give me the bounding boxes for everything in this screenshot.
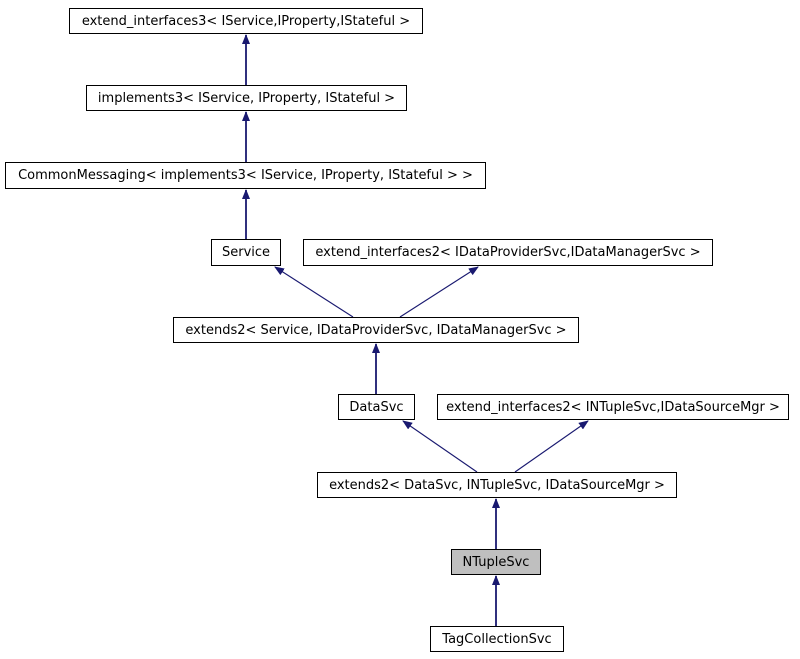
class-node-extends2-service[interactable]: extends2< Service, IDataProviderSvc, IDa… (173, 317, 579, 343)
class-node-extends2-datasvc[interactable]: extends2< DataSvc, INTupleSvc, IDataSour… (317, 472, 677, 498)
inheritance-edge-extends2-datasvc-to-datasvc (402, 420, 478, 473)
class-node-tagcollectionsvc[interactable]: TagCollectionSvc (430, 626, 564, 652)
inheritance-edge-extends2-service-to-service (274, 266, 354, 318)
class-node-extend-interfaces2-ntuple[interactable]: extend_interfaces2< INTupleSvc,IDataSour… (437, 394, 789, 420)
inheritance-edge-extends2-service-to-extend-interfaces2-data (399, 266, 479, 318)
inheritance-edge-extends2-datasvc-to-extend-interfaces2-ntuple (514, 420, 589, 473)
class-node-service[interactable]: Service (211, 239, 281, 266)
class-node-datasvc[interactable]: DataSvc (338, 394, 415, 420)
class-node-extend-interfaces3[interactable]: extend_interfaces3< IService,IProperty,I… (69, 8, 423, 34)
class-node-common-messaging[interactable]: CommonMessaging< implements3< IService, … (5, 162, 486, 189)
class-node-implements3[interactable]: implements3< IService, IProperty, IState… (86, 85, 407, 111)
class-node-ntuplesvc[interactable]: NTupleSvc (451, 549, 541, 575)
class-node-extend-interfaces2-data[interactable]: extend_interfaces2< IDataProviderSvc,IDa… (303, 239, 713, 266)
